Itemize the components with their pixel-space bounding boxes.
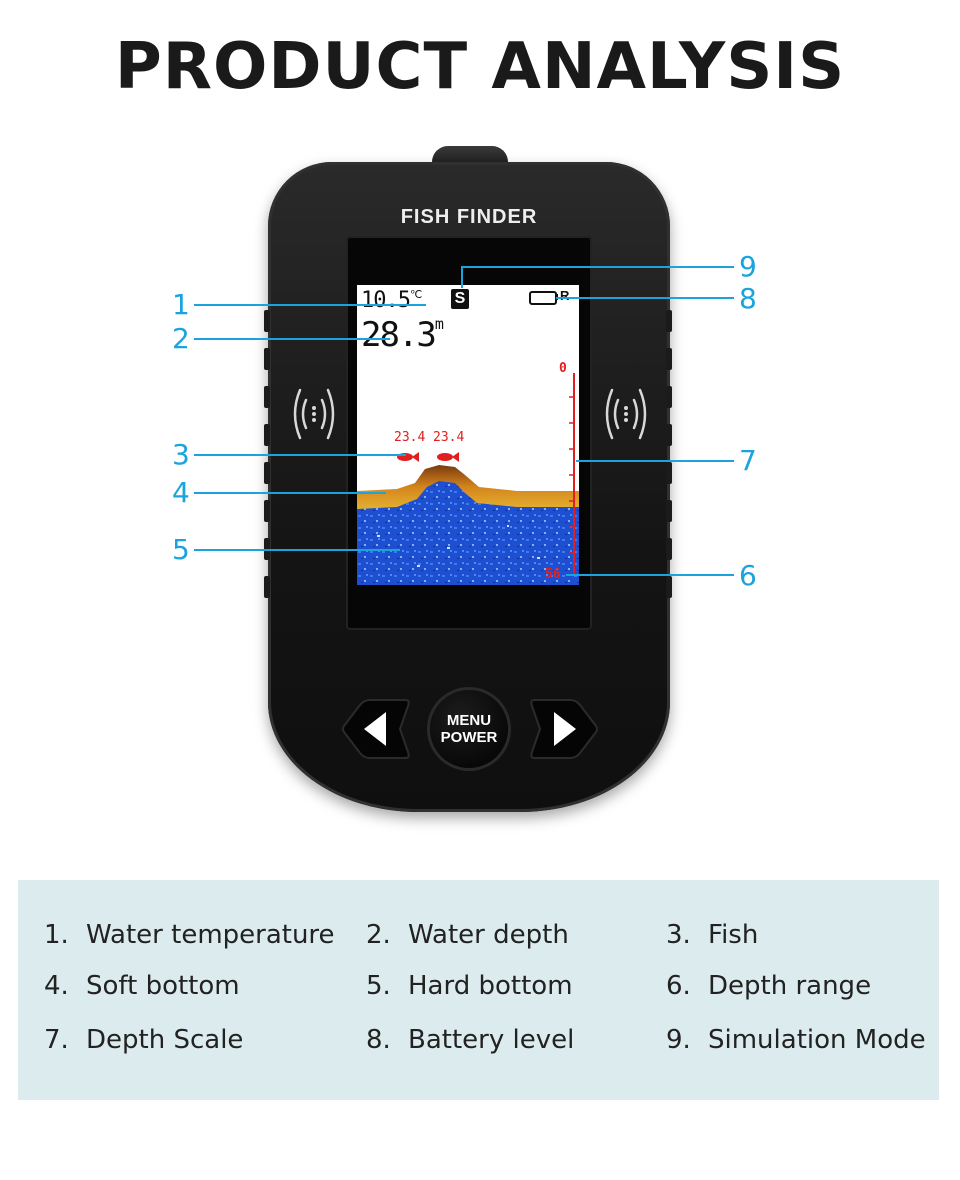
callout-1: 1 <box>172 288 190 321</box>
left-arrow-button[interactable] <box>340 698 410 760</box>
wireless-signal-right-icon <box>605 388 647 440</box>
right-grip <box>666 310 672 598</box>
legend-item: 8.Battery level <box>366 1025 575 1055</box>
legend-item: 1.Water temperature <box>44 920 335 950</box>
water-temperature: 10.5℃ <box>361 288 422 313</box>
simulation-mode-badge: S <box>451 289 469 309</box>
menu-label: MENU <box>446 712 492 729</box>
legend-panel: 1.Water temperature 2.Water depth 3.Fish… <box>18 880 939 1100</box>
callout-6: 6 <box>739 559 757 592</box>
menu-power-button[interactable]: MENU POWER <box>430 690 508 768</box>
legend-item: 2.Water depth <box>366 920 569 950</box>
device-brand-label: FISH FINDER <box>400 206 538 228</box>
legend-item: 3.Fish <box>666 920 759 950</box>
callout-3: 3 <box>172 438 190 471</box>
callout-line-6 <box>566 574 734 576</box>
callout-line-1 <box>194 304 426 306</box>
callout-4: 4 <box>172 476 190 509</box>
page-title: PRODUCT ANALYSIS <box>114 30 846 104</box>
battery-icon <box>529 291 557 305</box>
callout-2: 2 <box>172 322 190 355</box>
sonar-screen: 10.5℃ 28.3m S R 23.4 23.4 0 56 <box>357 285 579 585</box>
legend-item: 9.Simulation Mode <box>666 1025 926 1055</box>
callout-9: 9 <box>739 250 757 283</box>
fish-depth-label: 23.4 <box>394 430 426 445</box>
callout-8: 8 <box>739 282 757 315</box>
right-arrow-icon <box>554 712 576 746</box>
callout-line-2 <box>194 338 390 340</box>
sonar-display <box>357 373 579 585</box>
left-arrow-icon <box>364 712 386 746</box>
power-label: POWER <box>440 729 498 746</box>
callout-line-8 <box>556 297 734 299</box>
callout-line-9 <box>462 266 734 268</box>
legend-item: 7.Depth Scale <box>44 1025 244 1055</box>
fish-depth-label: 23.4 <box>433 430 465 445</box>
callout-line-3 <box>194 454 406 456</box>
wireless-signal-left-icon <box>293 388 335 440</box>
left-grip <box>264 310 270 598</box>
callout-5: 5 <box>172 533 190 566</box>
fish-icon <box>397 452 459 462</box>
callout-line-9-drop <box>461 266 463 288</box>
water-depth: 28.3m <box>361 315 444 355</box>
depth-scale-top: 0 <box>559 361 567 376</box>
legend-item: 5.Hard bottom <box>366 971 573 1001</box>
callout-line-7 <box>576 460 734 462</box>
callout-line-5 <box>194 549 400 551</box>
receiver-indicator: R <box>560 288 570 303</box>
depth-range-label: 56 <box>545 567 561 582</box>
right-arrow-button[interactable] <box>530 698 600 760</box>
legend-item: 4.Soft bottom <box>44 971 240 1001</box>
callout-7: 7 <box>739 444 757 477</box>
callout-line-4 <box>194 492 386 494</box>
legend-item: 6.Depth range <box>666 971 872 1001</box>
